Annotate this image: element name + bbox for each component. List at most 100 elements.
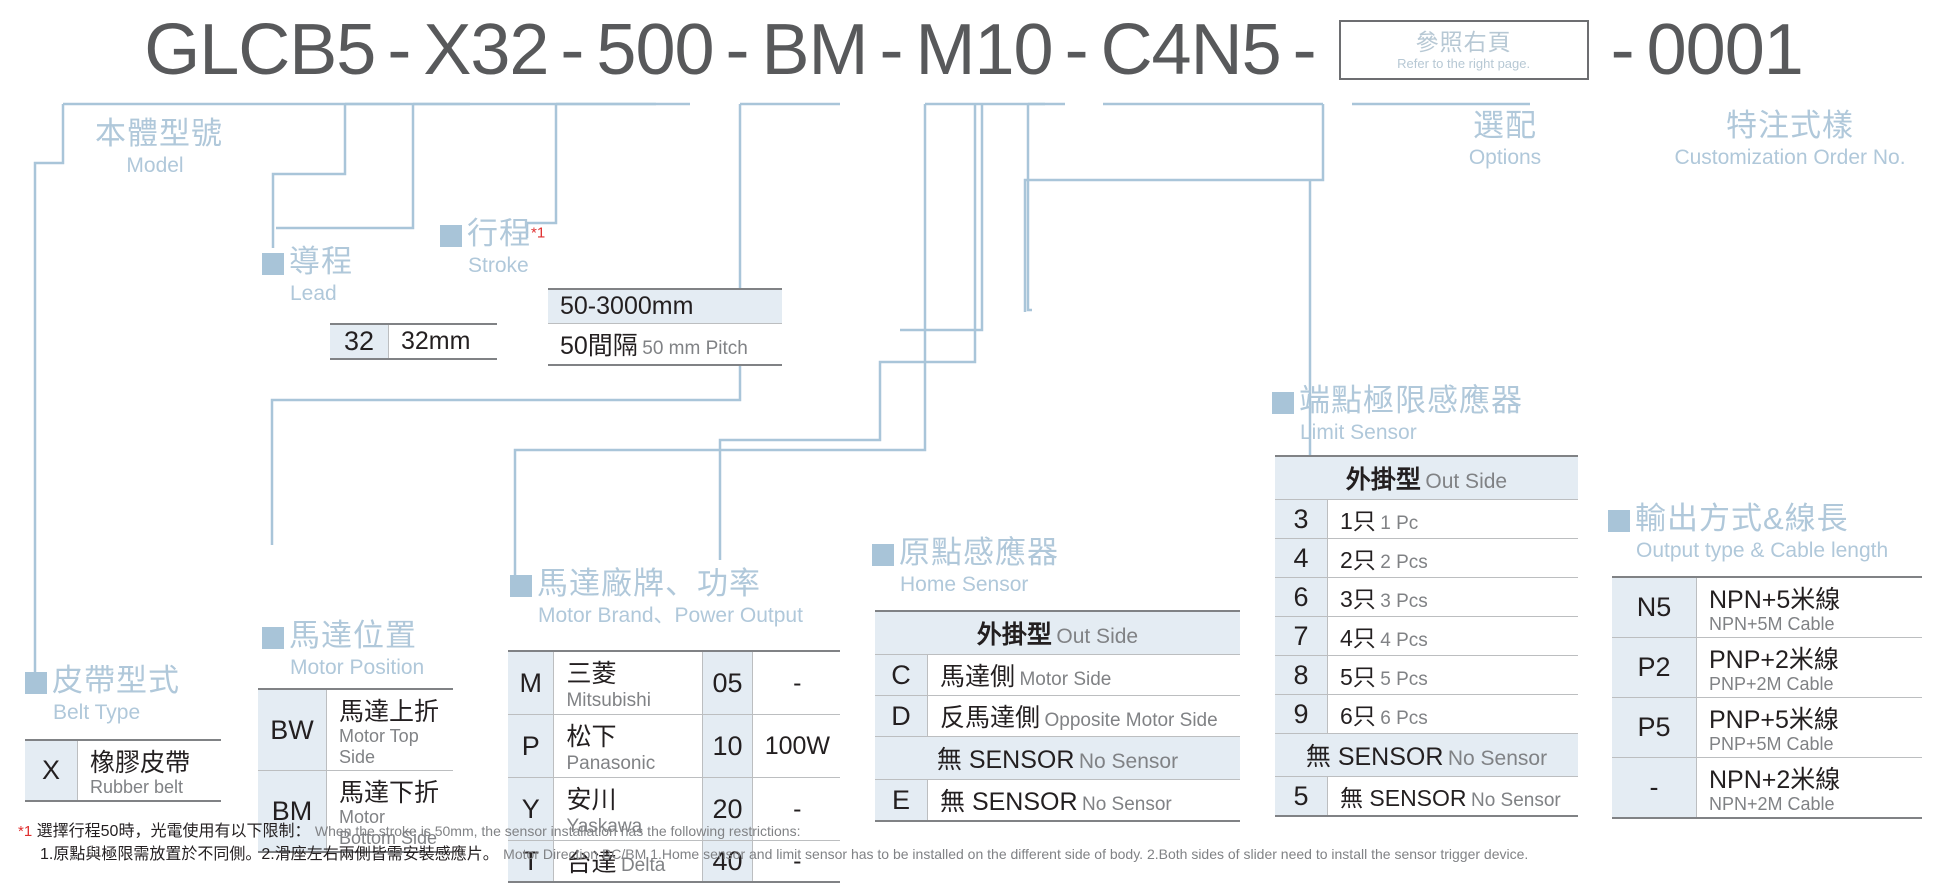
lead-desc: 32mm [388, 323, 497, 360]
limit-desc-en: 1 Pc [1380, 513, 1419, 534]
limit-sensor-table: 外掛型 Out Side 3 1只 1 Pc 4 2只 2 Pcs 6 3只 3… [1275, 455, 1578, 817]
group-belt-en: Belt Type [53, 701, 141, 724]
motor-pos-cn: 馬達上折 [339, 698, 440, 726]
footnote-line-1: *1 選擇行程50時，光電使用有以下限制： When the stroke is… [18, 820, 1528, 843]
motor-brand-en: Delta [620, 855, 666, 876]
motor-power-code: 05 [702, 650, 753, 715]
limit-desc: 5只 5 Pcs [1327, 655, 1578, 695]
group-header-home-sensor: 原點感應器 Home Sensor [872, 537, 1059, 595]
output-desc-en: PNP+5M Cable [1709, 734, 1834, 754]
table-row: 9 6只 6 Pcs [1275, 694, 1578, 734]
code-separator: - [1292, 10, 1317, 90]
code-separator: - [879, 10, 904, 90]
output-code: - [1612, 757, 1697, 819]
home-header-cn: 外掛型 [976, 621, 1052, 649]
code-separator: - [1064, 10, 1089, 90]
options-reference-en: Refer to the right page. [1397, 55, 1531, 71]
limit-code: 7 [1275, 616, 1328, 656]
limit-desc: 2只 2 Pcs [1327, 538, 1578, 578]
limit-nosensor-en: No Sensor [1447, 747, 1548, 770]
motor-pos-desc: 馬達上折 Motor Top Side [326, 688, 453, 771]
home-nosensor-en: No Sensor [1078, 750, 1179, 773]
table-row: P2 PNP+2米線 PNP+2M Cable [1612, 637, 1922, 698]
motor-brand-cn: 安川 [566, 786, 617, 814]
group-output-en: Output type & Cable length [1636, 539, 1889, 562]
motor-power-code: 10 [702, 714, 753, 778]
output-desc-cn: PNP+5米線 [1709, 706, 1839, 734]
group-motor-pos-cn: 馬達位置 [289, 618, 417, 653]
motor-power-text: - [793, 846, 802, 875]
home-desc-en: No Sensor [1081, 794, 1172, 815]
code-segment-motor-position: BM [761, 10, 869, 90]
limit-code: 8 [1275, 655, 1328, 695]
output-desc-en: NPN+2M Cable [1709, 794, 1835, 814]
motor-brand-cn: 松下 [566, 723, 617, 751]
table-row: D 反馬達側 Opposite Motor Side [875, 695, 1240, 737]
limit-sensor-header: 外掛型 Out Side [1275, 455, 1578, 500]
table-row: 7 4只 4 Pcs [1275, 616, 1578, 656]
limit-code: 3 [1275, 499, 1328, 539]
home-desc-cn: 無 SENSOR [940, 788, 1078, 816]
group-custom-cn: 特注式樣 [1726, 108, 1854, 143]
group-output-cn: 輸出方式&線長 [1635, 501, 1849, 536]
home-code: D [875, 695, 928, 737]
bullet-square-icon [510, 575, 532, 597]
output-desc: PNP+2米線 PNP+2M Cable [1696, 637, 1922, 698]
bullet-square-icon [1272, 392, 1294, 414]
motor-brand-en: Yaskawa [566, 816, 643, 837]
motor-power-code: 20 [702, 777, 753, 841]
options-reference-cn: 參照右頁 [1415, 28, 1512, 55]
home-desc-cn: 反馬達側 [940, 704, 1041, 732]
code-separator: - [387, 10, 412, 90]
group-motor-brand-cn: 馬達廠牌、功率 [537, 566, 761, 601]
table-row: P5 PNP+5米線 PNP+5M Cable [1612, 697, 1922, 758]
code-segment-stroke: 500 [596, 10, 714, 90]
belt-desc: 橡膠皮帶 Rubber belt [77, 739, 221, 802]
belt-desc-cn: 橡膠皮帶 [90, 749, 191, 777]
belt-code: X [25, 739, 78, 802]
table-header-row: 外掛型 Out Side [875, 610, 1240, 655]
footnote-line-2: 1.原點與極限需放置於不同側。2.滑座左右兩側皆需安裝感應片。 Motor Di… [40, 843, 1528, 866]
motor-brand-en: Panasonic [566, 753, 656, 774]
home-desc-cn: 馬達側 [940, 663, 1016, 691]
group-home-cn: 原點感應器 [899, 535, 1059, 570]
home-desc-en: Motor Side [1019, 669, 1112, 690]
limit-desc: 無 SENSOR No Sensor [1327, 776, 1578, 817]
limit-desc-en: 2 Pcs [1380, 552, 1428, 573]
group-header-belt-type: 皮帶型式 Belt Type [25, 665, 180, 723]
motor-power-value: - [752, 777, 840, 841]
footnote1-cn: 選擇行程50時，光電使用有以下限制： [36, 823, 311, 840]
table-row: 8 5只 5 Pcs [1275, 655, 1578, 695]
limit-desc: 4只 4 Pcs [1327, 616, 1578, 656]
table-row: 5 無 SENSOR No Sensor [1275, 776, 1578, 817]
stroke-table: 50-3000mm 50間隔 50 mm Pitch [548, 288, 782, 366]
group-header-output-type: 輸出方式&線長 Output type & Cable length [1608, 503, 1888, 561]
stroke-pitch: 50間隔 50 mm Pitch [548, 323, 782, 366]
limit-desc: 3只 3 Pcs [1327, 577, 1578, 617]
group-motor-brand-en: Motor Brand、Power Output [538, 604, 803, 627]
home-sensor-table: 外掛型 Out Side C 馬達側 Motor Side D 反馬達側 Opp… [875, 610, 1240, 822]
table-row: 6 3只 3 Pcs [1275, 577, 1578, 617]
code-segment-custom: 0001 [1646, 10, 1804, 90]
group-options-cn: 選配 [1473, 108, 1537, 143]
group-header-stroke: 行程*1 Stroke [440, 218, 545, 276]
table-row: 4 2只 2 Pcs [1275, 538, 1578, 578]
stroke-pitch-cn: 50間隔 [560, 332, 638, 360]
group-limit-cn: 端點極限感應器 [1299, 383, 1523, 418]
output-desc: NPN+2米線 NPN+2M Cable [1696, 757, 1922, 819]
home-desc: 馬達側 Motor Side [927, 654, 1240, 696]
bullet-square-icon [262, 253, 284, 275]
belt-type-table: X 橡膠皮帶 Rubber belt [25, 739, 221, 802]
group-header-motor-position: 馬達位置 Motor Position [262, 620, 424, 678]
motor-brand-cn: 台達 [566, 849, 617, 877]
group-limit-en: Limit Sensor [1300, 421, 1417, 444]
group-motor-pos-en: Motor Position [290, 656, 425, 679]
motor-brand-desc: 松下 Panasonic [553, 714, 704, 778]
limit-desc-en: 4 Pcs [1380, 630, 1428, 651]
limit-header-cn: 外掛型 [1345, 466, 1421, 494]
limit-desc-cn: 2只 [1340, 547, 1376, 573]
motor-pos-en: Motor Top Side [339, 726, 419, 767]
belt-desc-en: Rubber belt [90, 777, 184, 797]
table-row: 3 1只 1 Pc [1275, 499, 1578, 539]
table-row: 無 SENSOR No Sensor [1275, 733, 1578, 777]
